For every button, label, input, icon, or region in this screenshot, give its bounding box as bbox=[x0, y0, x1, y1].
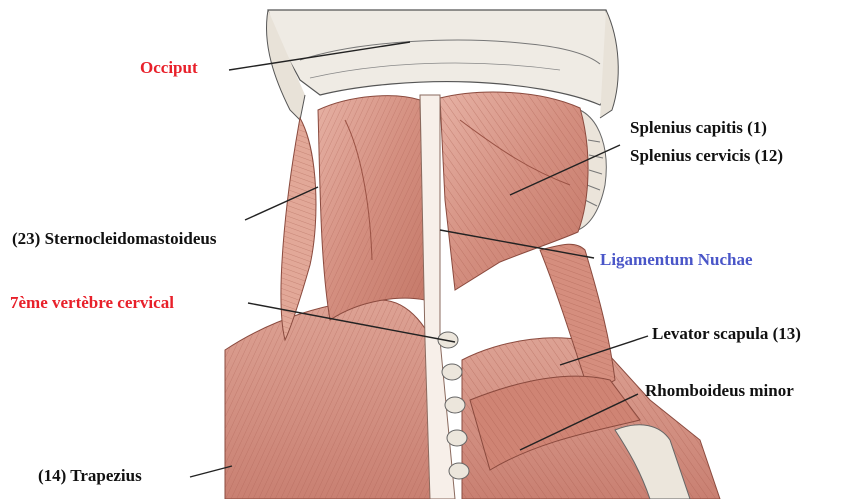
ligamentum-nuchae-label: Ligamentum Nuchae bbox=[600, 250, 753, 270]
splenius-cervicis-label: Splenius cervicis (12) bbox=[630, 146, 783, 166]
levator-scapula-label: Levator scapula (13) bbox=[652, 324, 801, 344]
rhomboideus-minor-label: Rhomboideus minor bbox=[645, 381, 794, 401]
sternocleidomastoid-muscle bbox=[281, 118, 316, 340]
left-splenius-muscle bbox=[318, 96, 425, 320]
sternocleidomastoideus-label: (23) Sternocleidomastoideus bbox=[12, 229, 216, 249]
splenius-capitis-label: Splenius capitis (1) bbox=[630, 118, 767, 138]
c7-label: 7ème vertèbre cervical bbox=[10, 293, 174, 313]
occiput-label: Occiput bbox=[140, 58, 198, 78]
trapezius-label: (14) Trapezius bbox=[38, 466, 142, 486]
